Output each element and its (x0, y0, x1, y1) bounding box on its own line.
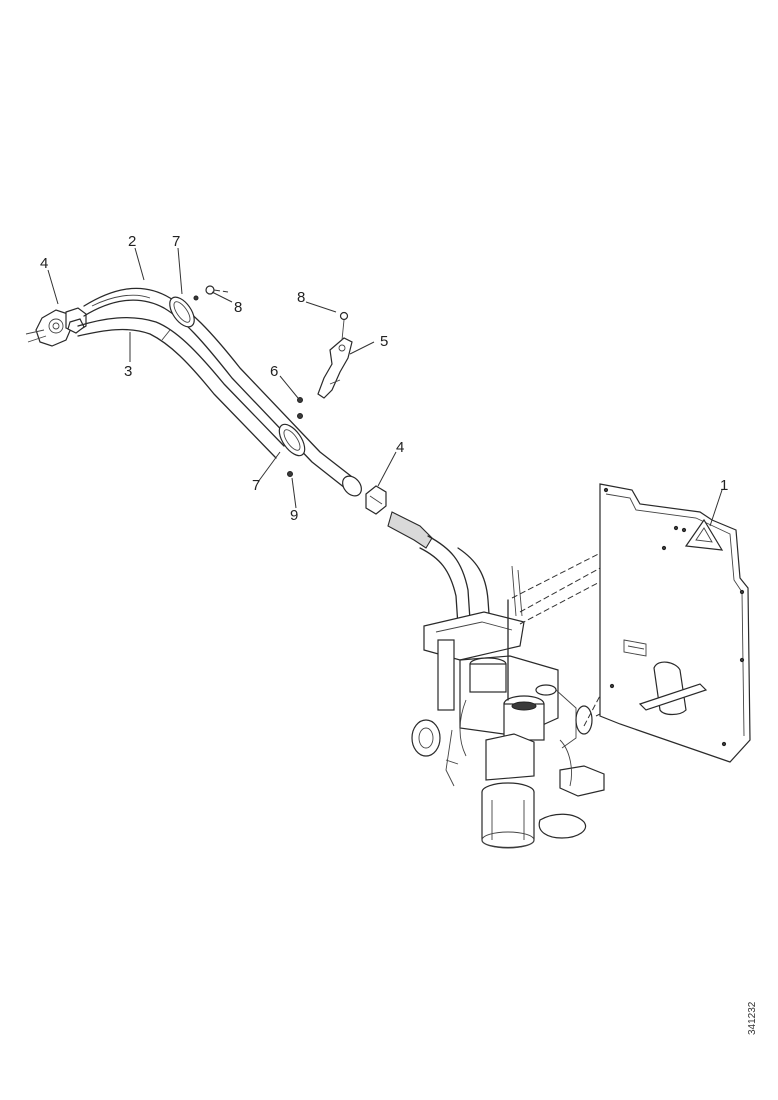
callout-4-mid: 4 (396, 439, 404, 456)
hose-fitting-mid (365, 485, 387, 515)
callout-5: 5 (380, 333, 388, 350)
callout-7-upper: 7 (172, 233, 180, 250)
callout-3: 3 (124, 363, 132, 380)
callout-1: 1 (720, 477, 728, 494)
cover-panel (599, 483, 751, 763)
callout-8-upper: 8 (234, 299, 242, 316)
hose-lower (77, 317, 285, 459)
drawing-number: 341232 (747, 1001, 758, 1035)
hose-clamp-upper (161, 295, 199, 341)
callout-7-lower: 7 (252, 477, 260, 494)
callout-4-left: 4 (40, 255, 48, 272)
hose-upper (83, 287, 357, 493)
hose-clamp-lower (278, 413, 306, 457)
leader-lines (47, 247, 723, 527)
control-unit-assembly (411, 565, 605, 849)
screw (205, 285, 349, 477)
connection-pipe (387, 511, 491, 629)
hose-end-fitting-left (25, 307, 87, 347)
bracket (317, 337, 353, 399)
callout-8-right: 8 (297, 289, 305, 306)
callout-6-upper: 6 (270, 363, 278, 380)
hose-end-cap (342, 475, 362, 497)
callout-6-lower: 9 (290, 507, 298, 524)
callout-2: 2 (128, 233, 136, 250)
